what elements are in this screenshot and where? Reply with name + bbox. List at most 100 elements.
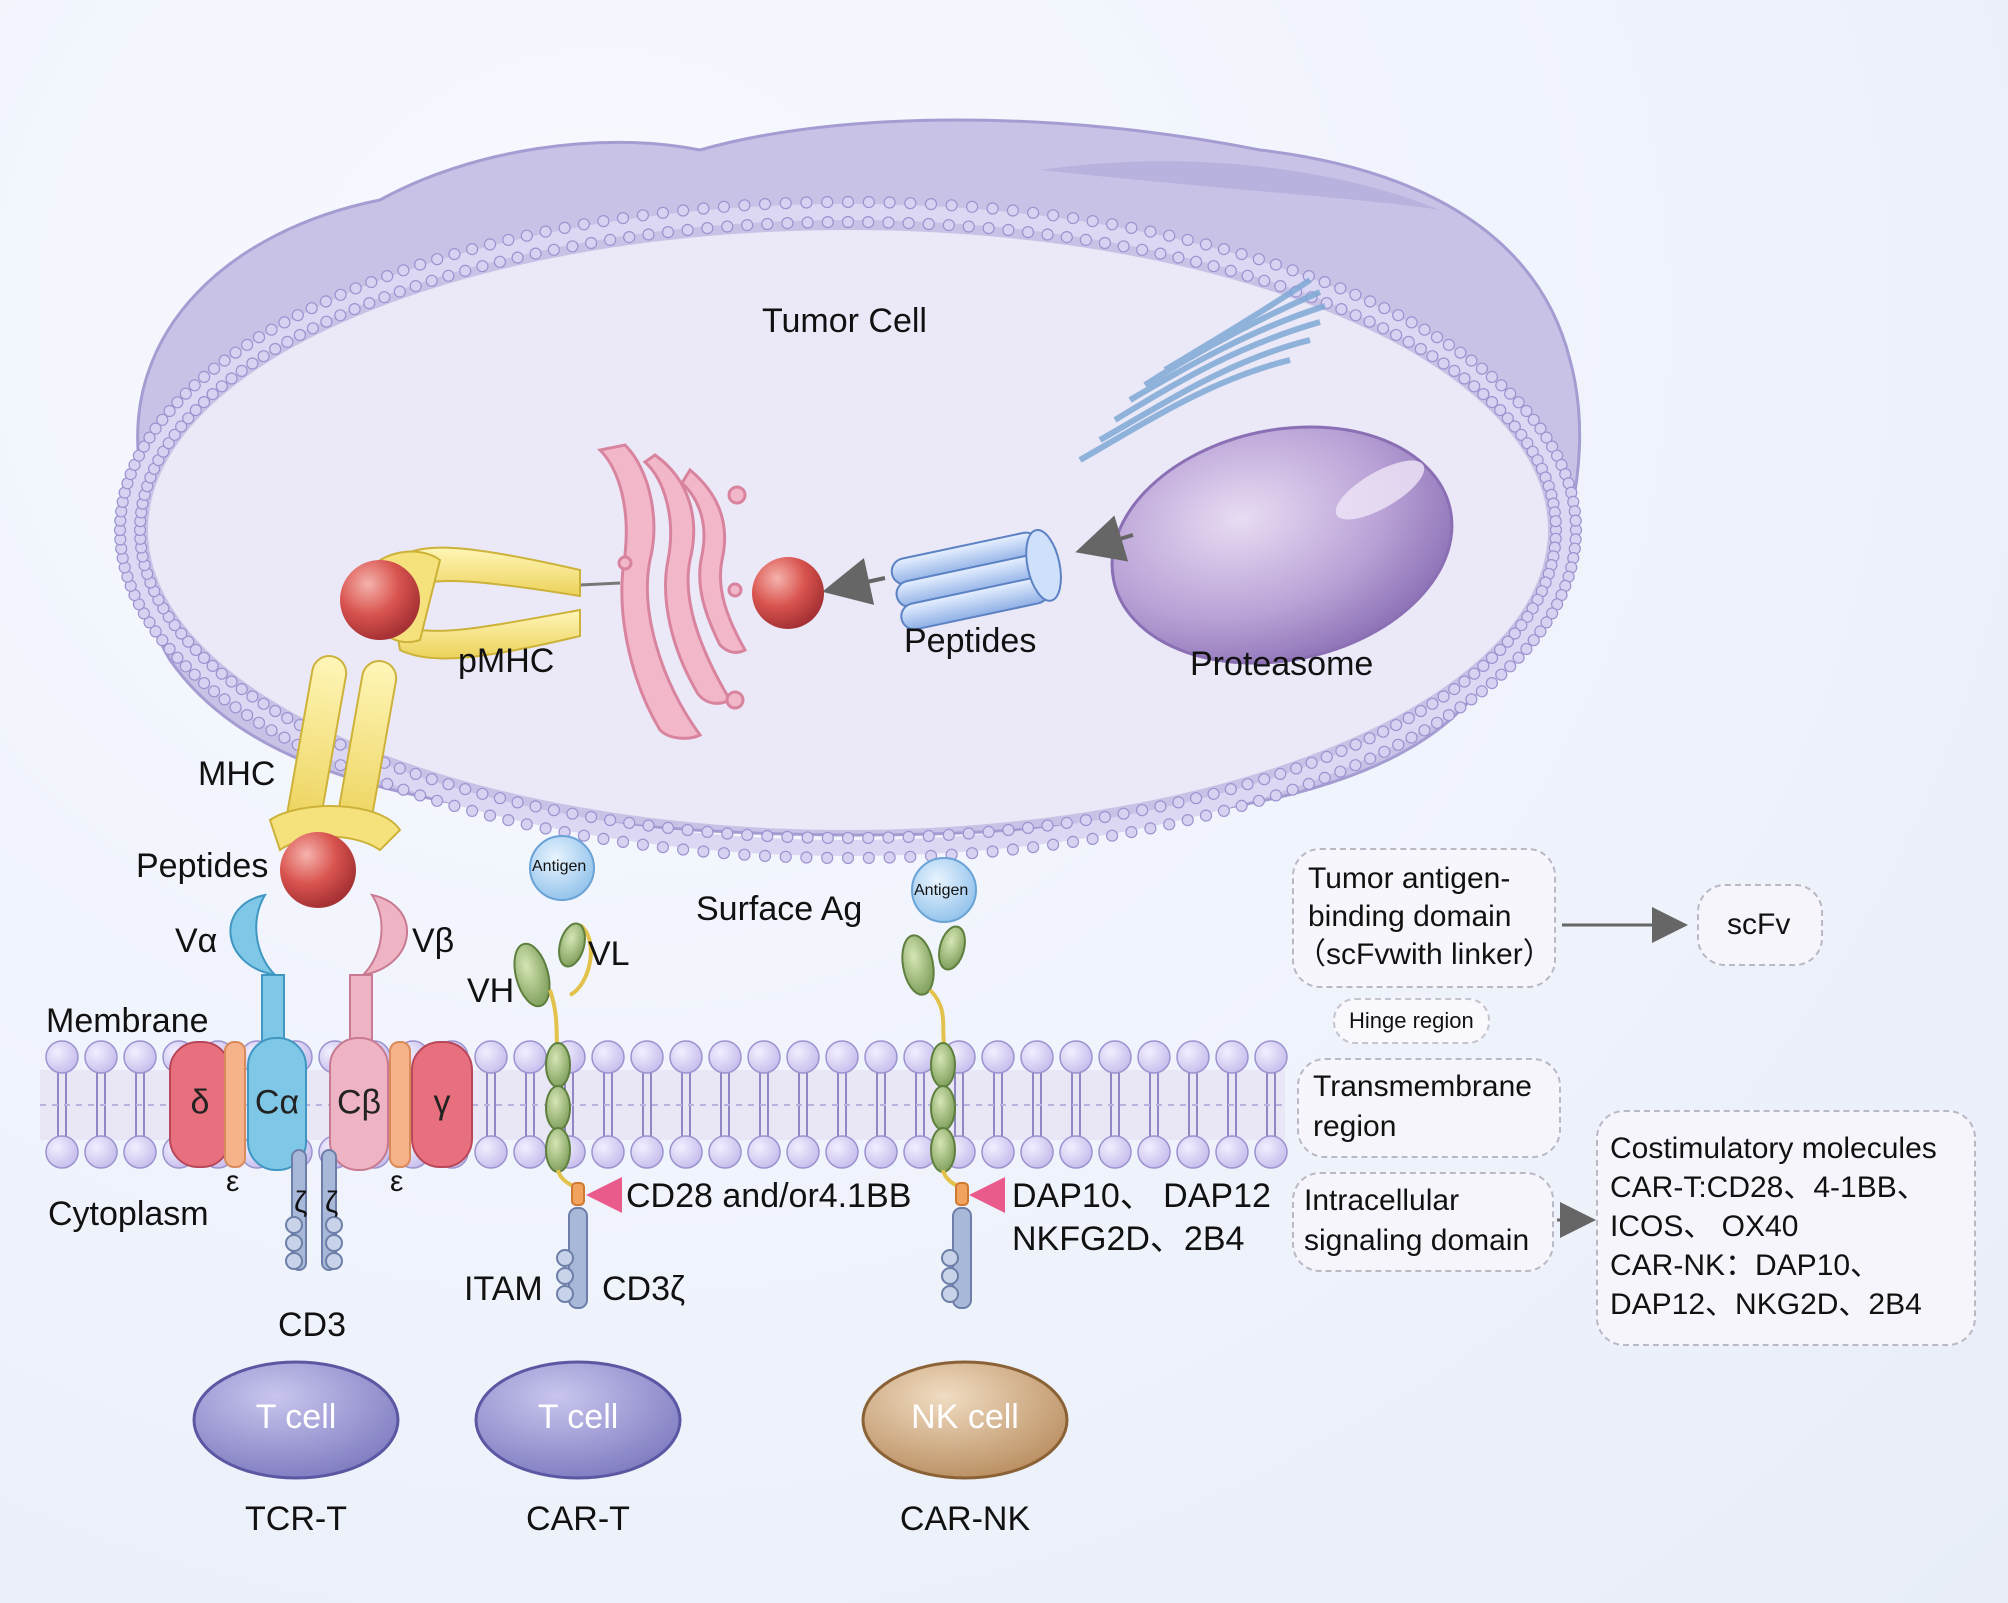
tumor-lipid-head [1465,693,1478,706]
tumor-lipid-head [1454,701,1467,714]
tumor-lipid-head [208,362,221,375]
tumor-lipid-head [381,777,394,791]
tumor-lipid-head [483,809,497,822]
tumor-lipid-head [1508,420,1521,433]
tumor-lipid-head [942,828,955,842]
tumor-lipid-head [442,778,455,791]
mhc-shape [268,655,402,908]
tumor-lipid-head [1515,619,1528,632]
tumor-lipid-head [197,396,211,409]
tumor-lipid-head [924,198,938,211]
tumor-lipid-head [246,690,259,703]
tumor-lipid-head [414,258,427,271]
tumor-lipid-head [1079,233,1093,246]
tumor-lipid-head [701,825,714,839]
tumor-lipid-head [1515,428,1528,441]
peptides-inner-label: Peptides [904,622,1037,660]
tumor-lipid-head [363,297,376,310]
tumor-lipid-head [252,716,266,729]
car-nk-cell-body [861,1360,1069,1480]
tumor-lipid-head [1335,303,1348,316]
tumor-lipid-head [252,331,266,344]
tumor-lipid-head [922,217,935,231]
tumor-lipid-head [168,428,181,441]
pmhc-tether [579,581,621,587]
cd3-epsilon-right [389,1041,411,1168]
tumor-lipid-head [1117,807,1130,820]
tumor-lipid-head [1521,437,1534,450]
lipid-head [123,1135,157,1169]
tumor-lipid-head [1477,659,1490,673]
tumor-lipid-head [1181,813,1194,827]
arrow-peptides-to-peptide [822,558,886,605]
tumor-lipid-head [1086,832,1099,846]
tumor-lipid-head [1521,610,1534,623]
tumor-lipid-head [1526,602,1539,615]
tumor-lipid-head [197,651,211,665]
lipid-head [786,1040,820,1074]
tumor-lipid-head [511,251,524,264]
tumor-lipid-head [334,759,347,772]
tumor-lipid-head [1392,738,1405,751]
tumor-lipid-head [1418,323,1431,336]
tumor-lipid-head [1540,616,1553,629]
tumor-lipid-head [623,231,636,244]
tumor-lipid-head [1504,660,1517,673]
tumor-lipid-head [1060,231,1073,244]
tumor-lipid-head [741,828,754,842]
tumor-lipid-head [1305,756,1318,769]
lipid-head [669,1040,703,1074]
tumor-lipid-head [904,850,917,863]
tumor-lipid-head [208,685,221,698]
tumor-lipid-head [642,228,655,241]
tumor-lipid-head [1125,221,1138,234]
tumor-lipid-head [800,851,813,864]
tumor-lipid-head [1501,635,1514,648]
tumor-lipid-head [883,851,896,864]
legend-binding-box: Tumor antigen- binding domain （scFvwith … [1292,848,1556,988]
cd3-zeta-chains [285,1149,343,1271]
tumor-lipid-head [577,218,591,231]
peptide-ball-inner [752,557,824,629]
tumor-lipid-head [758,849,772,863]
tumor-lipid-head [1430,716,1444,729]
car-nk-caption: CAR-NK [899,1500,1031,1538]
tumor-lipid-head [821,851,834,865]
tumor-lipid-head [188,379,201,392]
tumor-lipid-head [982,825,995,839]
tumor-lipid-head [1098,236,1112,250]
tumor-lipid-head [425,274,438,287]
legend-costim-box: Costimulatory molecules CAR-T:CD28、4-1BB… [1596,1110,1976,1346]
tumor-lipid-head [801,216,814,229]
tumor-lipid-head [348,303,361,316]
tumor-lipid-head [319,295,332,308]
tumor-lipid-head [291,309,304,322]
lipid-head [1176,1135,1210,1169]
tumor-lipid-head [781,217,794,230]
surface-ag-label: Surface Ag [696,890,863,928]
tumor-lipid-head [1172,796,1185,809]
tumor-lipid-head [1269,258,1283,271]
car-nk-cell-name: NK cell [911,1398,1019,1436]
tumor-lipid-head [306,322,319,335]
tumor-lipid-head [466,804,479,818]
tumor-lipid-head [1512,651,1525,664]
tumor-lipid-head [801,831,814,844]
tumor-lipid-head [761,829,774,843]
lipid-head [1215,1040,1249,1074]
lipid-head [1020,1040,1054,1074]
v-alpha-label: Vα [175,922,218,960]
tumor-lipid-head [320,315,333,328]
tumor-lipid-head [1163,818,1176,831]
tumor-lipid-head [676,204,690,217]
tumor-lipid-head [1389,328,1403,342]
tumor-lipid-head [882,216,895,229]
tumor-lipid-head [1448,364,1461,377]
tumor-lipid-head [1378,302,1391,315]
legend-intra-line2: signaling domain [1304,1224,1530,1257]
tumor-lipid-head [137,607,150,620]
legend-costim-line2: CAR-T:CD28、4-1BB、 [1610,1171,1927,1204]
tumor-lipid-head [1389,718,1403,732]
tumor-lipid-head [1318,276,1331,289]
